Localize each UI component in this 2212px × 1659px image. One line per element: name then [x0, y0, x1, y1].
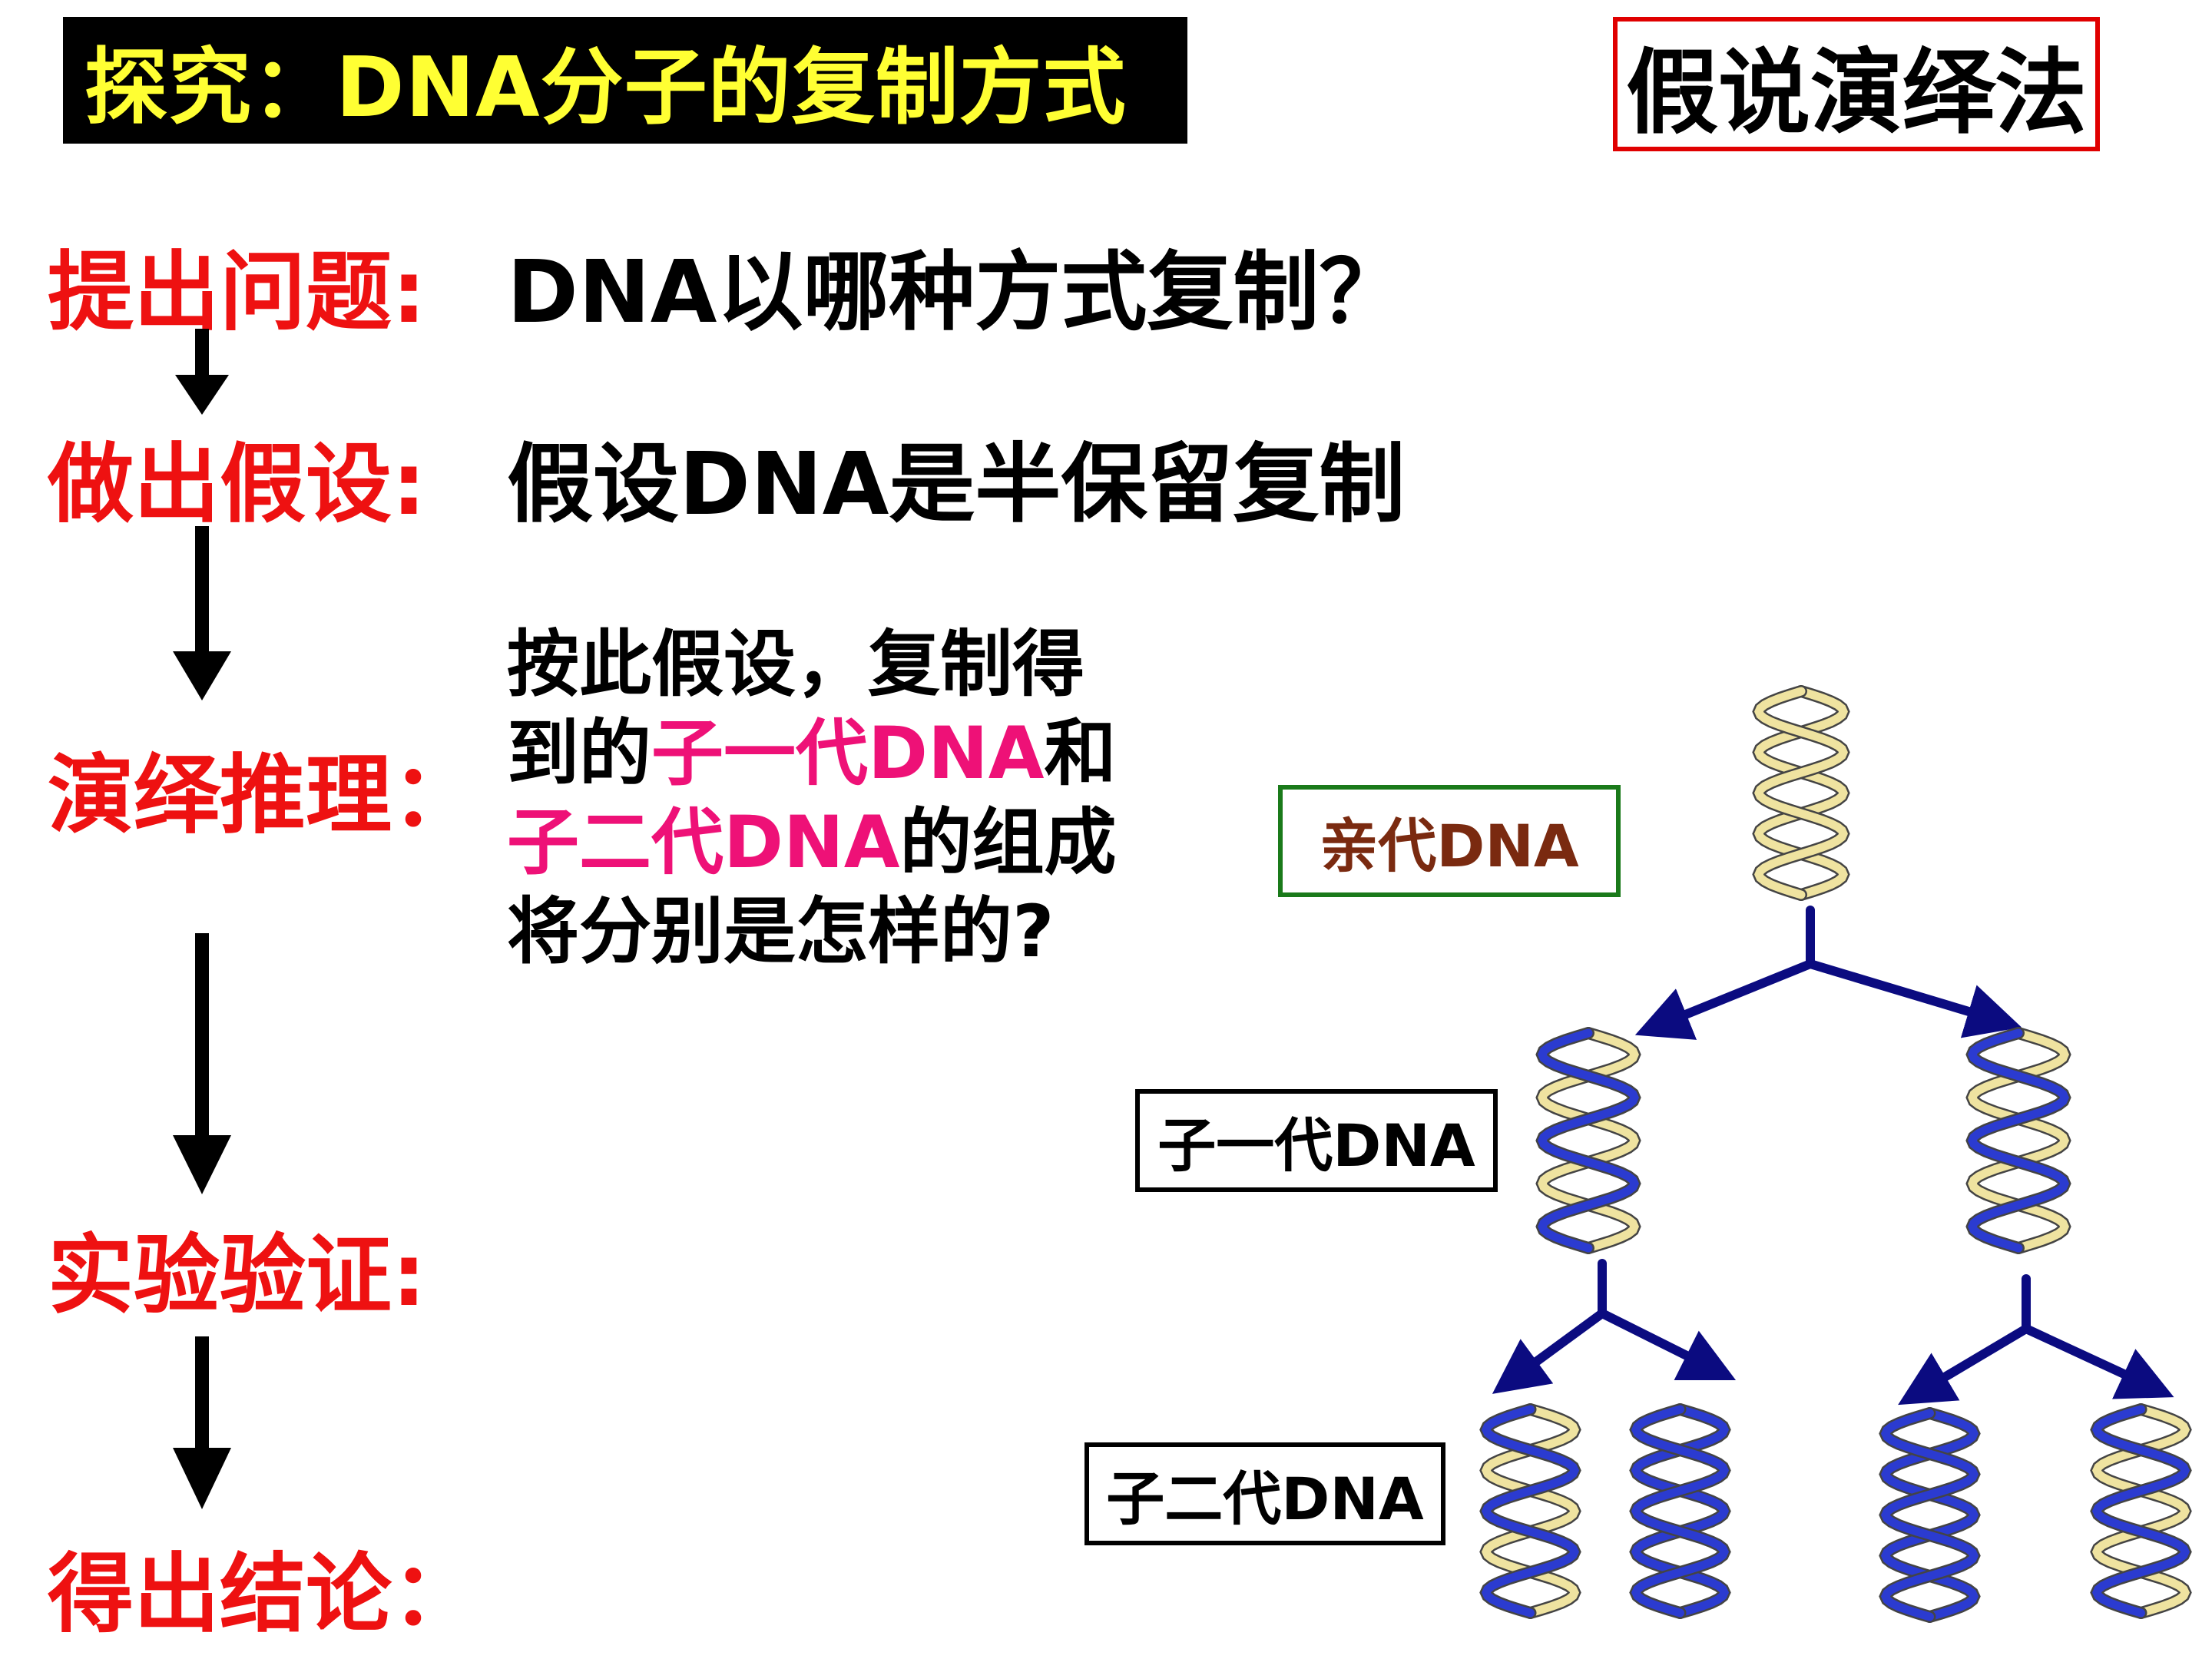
- gen1-dna-label: 子一代DNA: [1157, 1111, 1475, 1180]
- gen2-dna-helix-4: [2090, 1403, 2192, 1619]
- flow-arrow-1: [175, 329, 229, 415]
- strand-b: [1538, 1028, 1639, 1253]
- strand-b: [1631, 1405, 1730, 1618]
- flow-arrow-3: [173, 933, 231, 1194]
- step-label-experiment: 实验验证:: [48, 1226, 426, 1326]
- strand-a: [1880, 1409, 1979, 1621]
- deduction-line-3: 子二代DNA的组成: [507, 799, 1116, 888]
- page-title: 探究：DNA分子的复制方式: [84, 39, 1127, 136]
- gen2-dna-helix-1: [1479, 1403, 1581, 1619]
- method-badge: 假说演绎法: [1613, 17, 2100, 151]
- strand-a: [1631, 1405, 1730, 1618]
- branch-arrows-gen2-left: [1492, 1259, 1737, 1394]
- title-banner: 探究：DNA分子的复制方式: [63, 17, 1187, 144]
- gen2-dna-helix-3: [1879, 1407, 1981, 1623]
- strand-b: [1754, 687, 1848, 899]
- gen1-dna-helix-right: [1965, 1027, 2071, 1254]
- parent-dna-label-box: 亲代DNA: [1278, 785, 1621, 897]
- gen2-dna-label: 子二代DNA: [1106, 1465, 1424, 1533]
- step-label-conclusion: 得出结论：: [48, 1545, 478, 1644]
- strand-b: [1481, 1405, 1580, 1618]
- method-label: 假说演绎法: [1626, 39, 2087, 147]
- hypothesis-text: 假设DNA是半保留复制: [507, 435, 1406, 535]
- gen2-dna-label-box: 子二代DNA: [1084, 1442, 1445, 1545]
- strand-a: [1481, 1405, 1580, 1618]
- deduction-line-1: 按此假设，复制得: [507, 623, 1085, 707]
- deduction-text: 按此假设，复制得 到的子一代DNA和 子二代DNA的组成 将分别是怎样的?: [507, 621, 1116, 977]
- flow-arrow-2: [173, 526, 231, 700]
- step-label-hypothesis: 做出假设:: [48, 435, 426, 535]
- branch-arrows-gen1: [1634, 906, 2022, 1040]
- parent-dna-helix: [1752, 685, 1850, 901]
- strand-a: [2091, 1405, 2190, 1618]
- strand-b: [1880, 1409, 1979, 1621]
- deduction-line-4: 将分别是怎样的?: [507, 890, 1055, 974]
- deduction-line-2: 到的子一代DNA和: [507, 710, 1116, 799]
- strand-a: [1754, 687, 1848, 899]
- strand-b: [1968, 1028, 2069, 1253]
- dna-helices: [1479, 685, 2192, 1623]
- branch-arrows-gen2-right: [1898, 1274, 2174, 1406]
- deduction-line-2c: 和: [1044, 712, 1117, 796]
- step-label-question: 提出问题:: [48, 243, 426, 343]
- deduction-highlight-gen2: 子二代DNA: [507, 801, 900, 885]
- step-label-deduction: 演绎推理：: [48, 746, 478, 846]
- deduction-highlight-gen1: 子一代DNA: [651, 712, 1045, 796]
- strand-a: [1968, 1028, 2069, 1253]
- deduction-line-3b: 的组成: [899, 801, 1117, 885]
- gen1-dna-label-box: 子一代DNA: [1135, 1089, 1498, 1192]
- parent-dna-label: 亲代DNA: [1320, 812, 1579, 880]
- gen1-dna-helix-left: [1535, 1027, 1641, 1254]
- flow-arrow-4: [173, 1336, 231, 1509]
- gen2-dna-helix-2: [1629, 1403, 1731, 1619]
- strand-a: [1538, 1028, 1639, 1253]
- strand-b: [2091, 1405, 2190, 1618]
- deduction-line-2a: 到的: [507, 712, 652, 796]
- question-text: DNA以哪种方式复制？: [507, 243, 1406, 343]
